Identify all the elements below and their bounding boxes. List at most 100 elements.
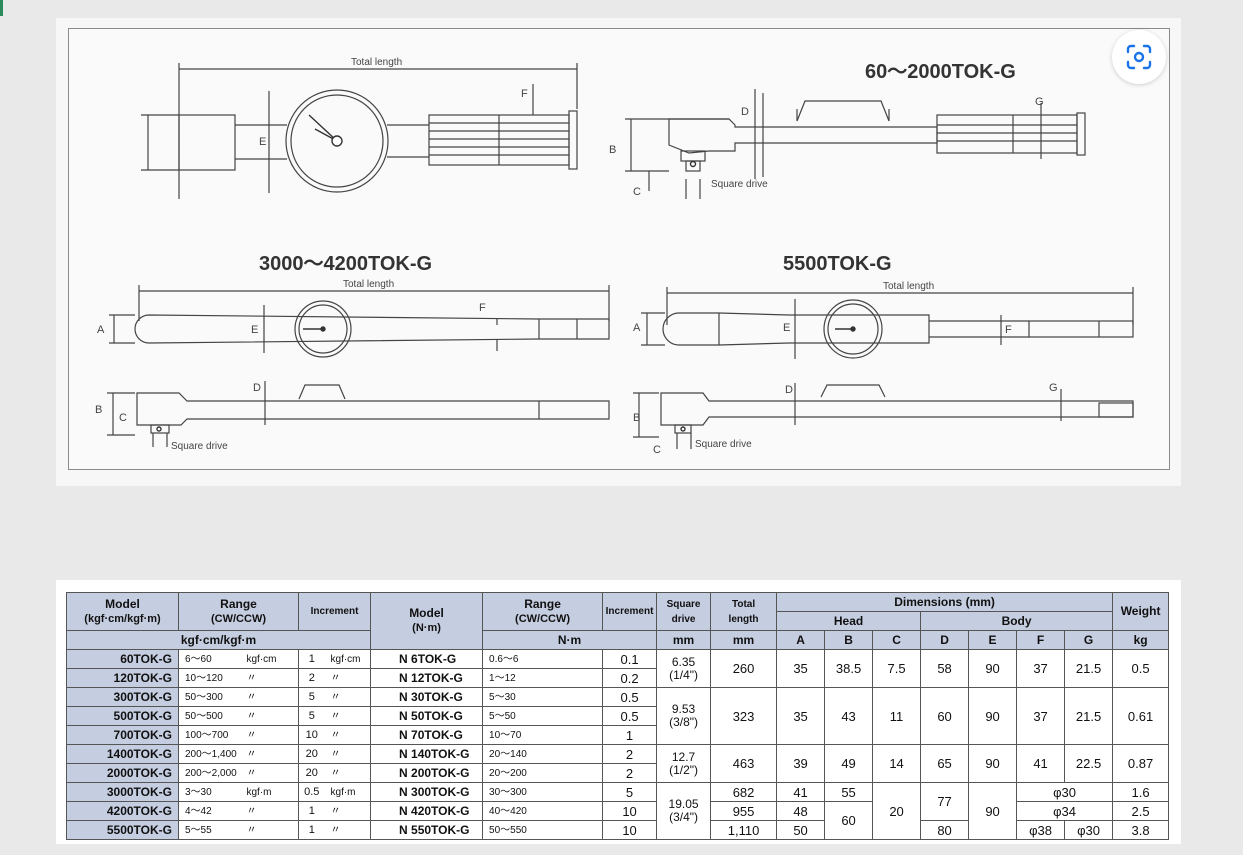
nm-range-cell: 1～12 (482, 668, 604, 688)
col-B: B (824, 630, 874, 650)
table-row: 3000TOK-G 3～30 kgf·m 0.5 kgf·m N 300TOK-… (66, 782, 1170, 840)
label-G-1: G (1035, 96, 1044, 108)
inc-unit-cell: 〃 (324, 763, 372, 783)
nm-inc-cell: 1 (602, 725, 658, 745)
inc-unit-cell: 〃 (324, 820, 372, 840)
model-cell: 2000TOK-G (66, 763, 179, 783)
model-cell: 500TOK-G (66, 706, 179, 726)
weight-cell: 2.5 (1112, 801, 1170, 821)
table-row: 700TOK-G 100～700 〃 10 〃 N 70TOK-G 10～70 … (66, 725, 1169, 745)
label-A-3: A (633, 322, 641, 334)
col-E: E (968, 630, 1018, 650)
label-C-3: C (653, 444, 661, 456)
inc-unit-cell: 〃 (324, 668, 372, 688)
model-cell: 60TOK-G (66, 649, 179, 669)
label-F-2: F (479, 302, 486, 314)
range-cell: 4～42 (178, 801, 241, 821)
total-length-cell: 463 (710, 744, 778, 783)
range-cell: 200～1,400 (178, 744, 241, 764)
spec-table-card: Model(kgf·cm/kgf·m) Range(CW/CCW) Increm… (56, 580, 1181, 844)
dim-A-cell: 41 (776, 782, 826, 802)
inc-cell: 2 (298, 668, 325, 688)
table-row: 300TOK-G 50～300 〃 5 〃 N 30TOK-G 5～30 0.5… (66, 687, 1170, 745)
dim-F-cell: 37 (1016, 687, 1066, 745)
label-D-2: D (253, 382, 261, 394)
label-B-2: B (95, 404, 102, 416)
col-F: F (1016, 630, 1066, 650)
inc-cell: 1 (298, 820, 325, 840)
range-unit-cell: 〃 (240, 725, 300, 745)
model-cell: 700TOK-G (66, 725, 179, 745)
nm-model-cell: N 200TOK-G (370, 763, 484, 783)
visual-search-button[interactable] (1112, 30, 1166, 84)
inc-unit-cell: 〃 (324, 801, 372, 821)
dim-A-cell: 35 (776, 649, 826, 688)
diagram-title-5500: 5500TOK-G (783, 253, 892, 275)
square-drive-cell: 9.53(3/8") (656, 687, 712, 745)
nm-model-cell: N 6TOK-G (370, 649, 484, 669)
inc-unit-cell: 〃 (324, 687, 372, 707)
nm-inc-cell: 0.1 (602, 649, 658, 669)
nm-model-cell: N 420TOK-G (370, 801, 484, 821)
header-range: Range(CW/CCW) (177, 592, 300, 631)
total-length-cell: 682 (710, 782, 778, 802)
model-cell: 300TOK-G (66, 687, 179, 707)
table-row: 60TOK-G 6～60 kgf·cm 1 kgf·cm N 6TOK-G 0.… (66, 649, 1170, 688)
header-model-nm: Model(N·m) (370, 592, 484, 650)
dim-G-cell: 22.5 (1064, 744, 1114, 783)
range-cell: 200～2,000 (178, 763, 241, 783)
window-edge-marker (0, 0, 3, 16)
nm-model-cell: N 30TOK-G (370, 687, 484, 707)
model-cell: 120TOK-G (66, 668, 179, 688)
dim-B-cell: 60 (824, 801, 874, 840)
spec-table: Model(kgf·cm/kgf·m) Range(CW/CCW) Increm… (65, 592, 1170, 840)
table-row: 5500TOK-G 5～55 〃 1 〃 N 550TOK-G 50～550 1… (66, 820, 1170, 840)
range-unit-cell: 〃 (240, 744, 300, 764)
range-unit-cell: 〃 (240, 668, 300, 688)
inc-cell: 0.5 (298, 782, 325, 802)
dim-G-cell: φ30 (1064, 820, 1114, 840)
dim-E-cell: 90 (968, 649, 1018, 688)
header-range-nm: Range(CW/CCW) (482, 592, 604, 631)
label-square-drive-2: Square drive (171, 441, 228, 452)
dim-C-cell: 7.5 (872, 649, 922, 688)
nm-range-cell: 30～300 (482, 782, 604, 802)
range-unit-cell: 〃 (240, 820, 300, 840)
nm-inc-cell: 0.5 (602, 687, 658, 707)
dim-C-cell: 11 (872, 687, 922, 745)
square-drive-cell: 6.35(1/4") (656, 649, 712, 688)
inc-unit-cell: 〃 (324, 744, 372, 764)
nm-model-cell: N 50TOK-G (370, 706, 484, 726)
table-row: 4200TOK-G 4～42 〃 1 〃 N 420TOK-G 40～420 1… (66, 801, 1170, 840)
diagram-card: 60～2000TOK-G 3000～4200TOK-G 5500TOK-G To… (56, 18, 1181, 486)
header-increment-nm: Increment (602, 592, 658, 631)
lens-icon (1126, 44, 1152, 70)
label-total-length-2: Total length (343, 279, 394, 290)
square-drive-cell: 19.05(3/4") (656, 782, 712, 840)
label-F-1: F (521, 88, 528, 100)
weight-cell: 0.61 (1112, 687, 1170, 745)
header-body: Body (920, 611, 1114, 631)
unit-mm-sd: mm (656, 630, 712, 650)
label-square-drive-3: Square drive (695, 439, 752, 450)
range-unit-cell: 〃 (240, 706, 300, 726)
col-A: A (776, 630, 826, 650)
nm-range-cell: 5～50 (482, 706, 604, 726)
dim-G-cell: 21.5 (1064, 687, 1114, 745)
nm-range-cell: 5～30 (482, 687, 604, 707)
header-model-kgf: Model(kgf·cm/kgf·m) (66, 592, 179, 631)
nm-model-cell: N 300TOK-G (370, 782, 484, 802)
inc-unit-cell: 〃 (324, 725, 372, 745)
nm-model-cell: N 12TOK-G (370, 668, 484, 688)
label-total-length-1: Total length (351, 57, 402, 68)
nm-range-cell: 20～200 (482, 763, 604, 783)
nm-inc-cell: 0.5 (602, 706, 658, 726)
model-cell: 3000TOK-G (66, 782, 179, 802)
nm-range-cell: 10～70 (482, 725, 604, 745)
label-B-3: B (633, 412, 640, 424)
dim-B-cell: 38.5 (824, 649, 874, 688)
range-cell: 50～500 (178, 706, 241, 726)
dim-E-cell: 90 (968, 782, 1018, 840)
inc-cell: 10 (298, 725, 325, 745)
unit-nm: N·m (482, 630, 658, 650)
